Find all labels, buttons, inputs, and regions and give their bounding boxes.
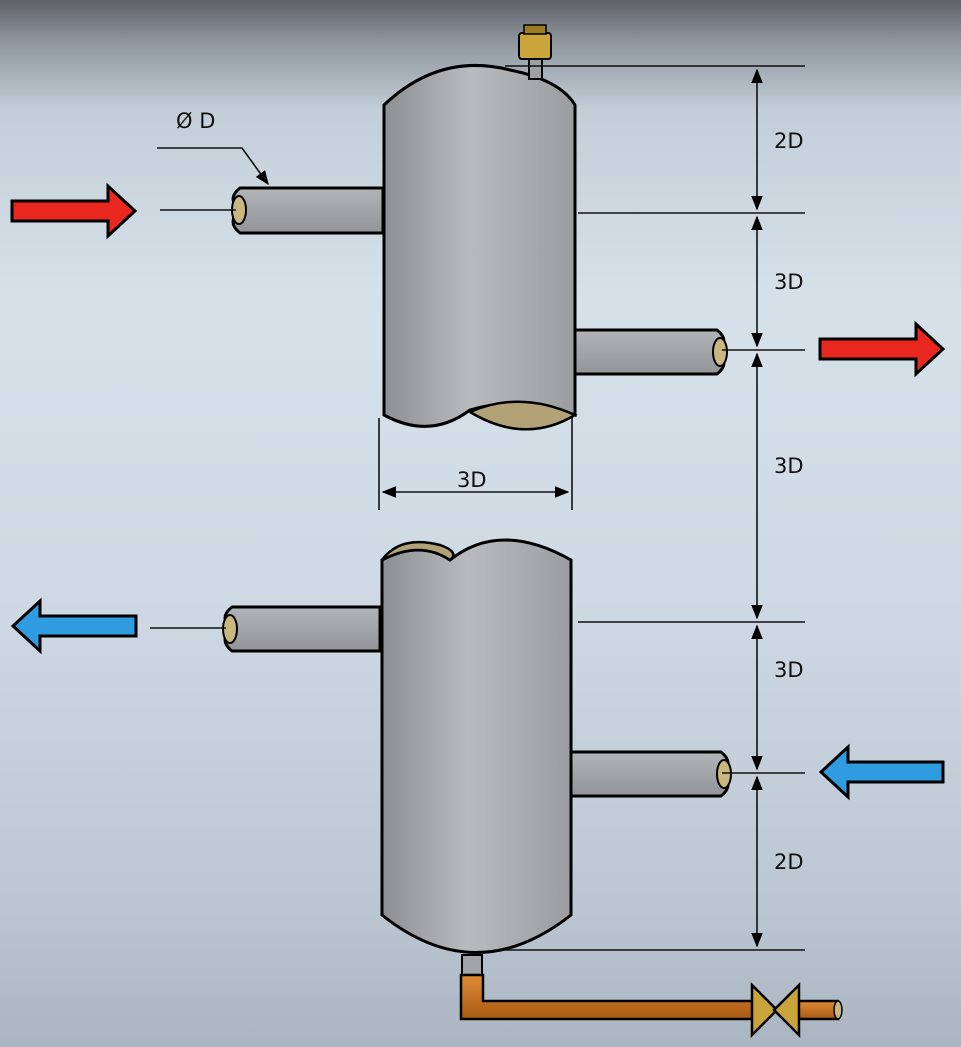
dim-middle-3d-label: 3D xyxy=(774,454,804,478)
drain-stem xyxy=(461,954,483,976)
drain-pipe xyxy=(459,973,762,1021)
lower-outlet-pipe xyxy=(223,605,382,653)
air-vent-cap xyxy=(523,24,547,35)
dim-bottom-2d-label: 2D xyxy=(774,850,804,874)
air-vent-icon xyxy=(518,32,552,60)
upper-outlet-pipe xyxy=(572,328,726,376)
vessel-width-label: 3D xyxy=(457,468,487,492)
lower-vessel-body xyxy=(380,538,573,954)
drain-pipe-opening xyxy=(833,1000,843,1020)
lower-outlet-pipe-opening xyxy=(222,614,238,644)
dimension-lines xyxy=(150,65,805,951)
drain-valve-icon xyxy=(750,981,801,1039)
hot-flow-out-arrow-icon xyxy=(818,320,946,378)
dim-upper-3d-label: 3D xyxy=(774,270,804,294)
pipe-diameter-label: Ø D xyxy=(176,109,215,133)
dim-top-2d-label: 2D xyxy=(774,129,804,153)
lower-inlet-pipe xyxy=(568,750,730,798)
drain-pipe-outlet xyxy=(793,999,840,1021)
upper-vessel-cut-section xyxy=(467,400,578,431)
upper-vessel-body xyxy=(382,63,577,428)
upper-inlet-pipe xyxy=(231,186,385,235)
upper-outlet-pipe-opening xyxy=(712,337,728,367)
upper-vessel xyxy=(231,24,728,431)
diameter-leader xyxy=(157,147,269,186)
lower-vessel-cut-section xyxy=(380,540,455,562)
dim-lower-3d-label: 3D xyxy=(774,658,804,682)
lower-vessel xyxy=(222,538,843,1039)
hot-flow-in-arrow-icon xyxy=(10,182,138,240)
air-vent-stem xyxy=(528,56,543,80)
cold-flow-in-arrow-icon xyxy=(818,743,945,801)
lower-inlet-pipe-opening xyxy=(716,759,732,789)
cold-flow-out-arrow-icon xyxy=(10,597,138,655)
